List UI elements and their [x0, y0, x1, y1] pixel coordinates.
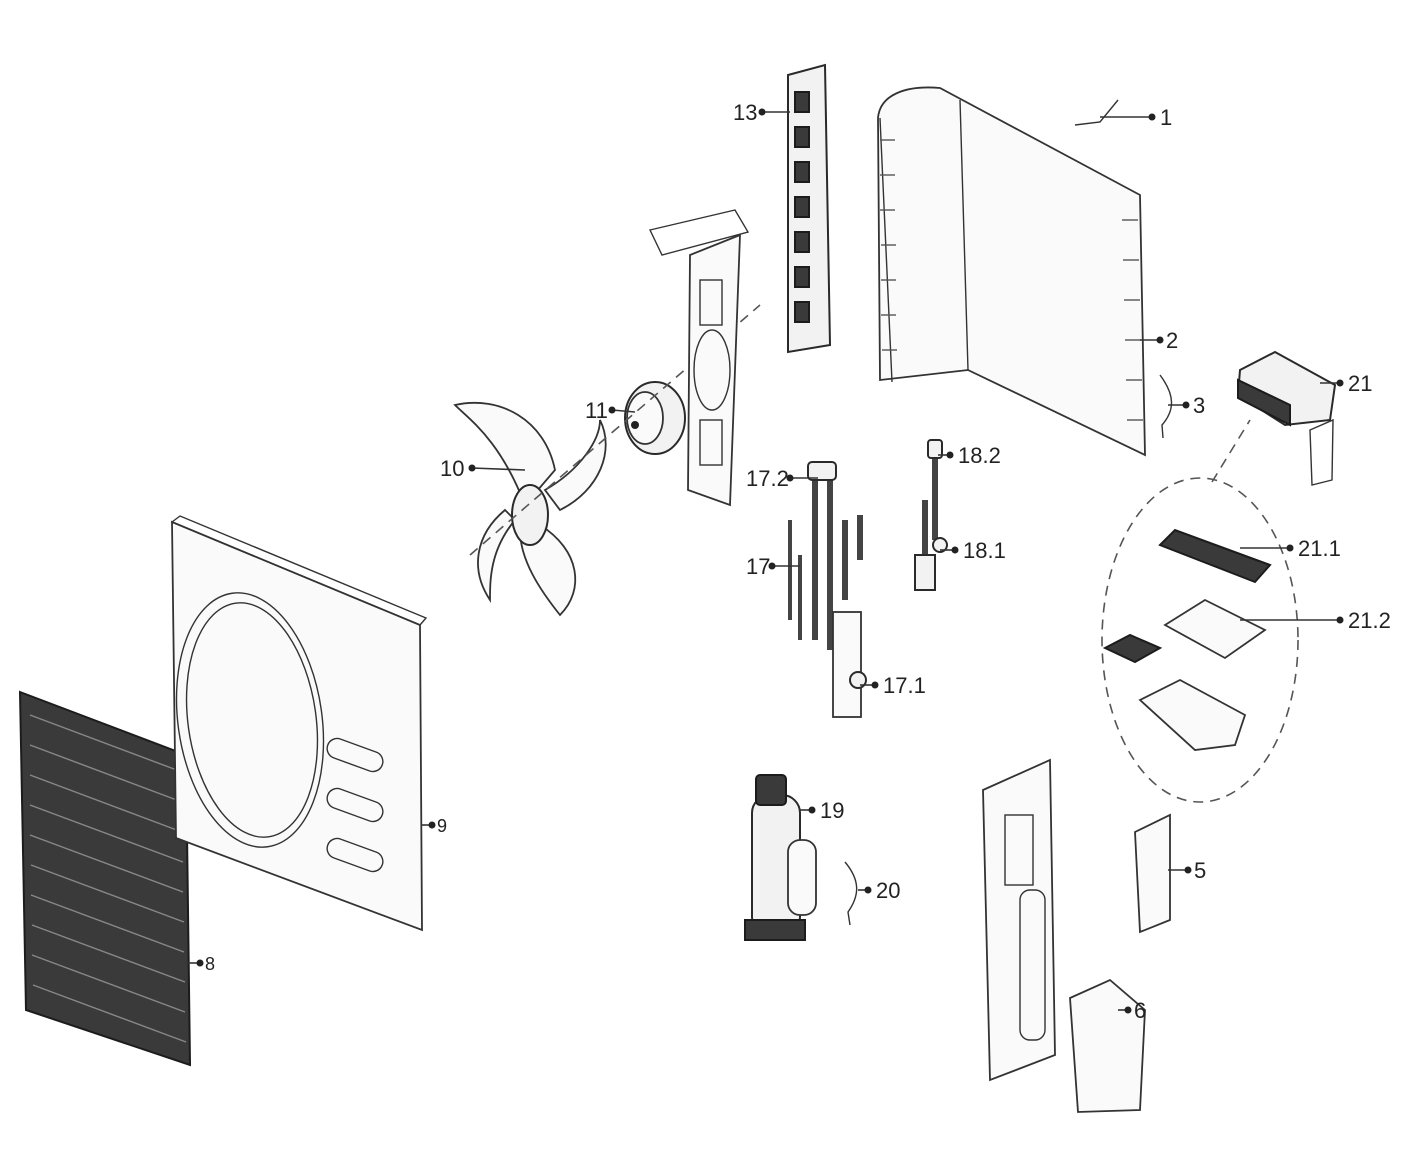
callout-18-2: 18.2 — [958, 443, 1001, 468]
callout-21-1: 21.1 — [1298, 536, 1341, 561]
part-10-fan-blade[interactable] — [453, 401, 607, 617]
back-side-panel[interactable] — [982, 758, 1056, 1082]
part-1-sensor[interactable] — [1074, 99, 1119, 126]
part-18-valve-assembly[interactable] — [914, 439, 948, 591]
part-3-sensor[interactable] — [1159, 374, 1173, 439]
part-11-fan-motor[interactable] — [624, 381, 686, 455]
motor-bracket[interactable] — [648, 209, 750, 507]
part-2-condenser-coil[interactable] — [877, 86, 1146, 457]
part-17-pipe-assembly[interactable] — [788, 461, 867, 718]
callout-11: 11 — [585, 398, 608, 423]
part-8-front-grille[interactable] — [18, 690, 192, 1067]
callout-9: 9 — [437, 816, 447, 836]
callout-8: 8 — [205, 954, 215, 974]
callout-17: 17 — [746, 554, 770, 579]
part-21-2-board[interactable] — [1163, 598, 1267, 660]
fan-axis-line — [469, 304, 761, 556]
callout-21: 21 — [1348, 371, 1372, 396]
callout-17-2: 17.2 — [746, 466, 789, 491]
part-9-front-panel[interactable] — [161, 515, 428, 932]
callout-19: 19 — [820, 798, 844, 823]
detail-zoom-circle — [1101, 477, 1299, 803]
callout-2: 2 — [1166, 328, 1178, 353]
part-13-side-grille[interactable] — [787, 63, 832, 354]
callout-20: 20 — [876, 878, 900, 903]
callout-6: 6 — [1134, 998, 1146, 1023]
callout-10: 10 — [440, 456, 464, 481]
callout-3: 3 — [1193, 393, 1205, 418]
callout-1: 1 — [1160, 105, 1172, 130]
leader-lines — [186, 108, 1344, 1014]
callout-5: 5 — [1194, 858, 1206, 883]
part-19-compressor[interactable] — [744, 774, 817, 941]
part-5-handle[interactable] — [1134, 813, 1171, 934]
detail-connector — [1211, 419, 1251, 483]
part-21-electric-box[interactable] — [1236, 350, 1337, 486]
part-20-wire[interactable] — [844, 861, 858, 926]
callout-13: 13 — [733, 100, 757, 125]
part-21-1-cover[interactable] — [1158, 528, 1272, 584]
electric-box-base[interactable] — [1102, 633, 1247, 751]
callout-17-1: 17.1 — [883, 673, 926, 698]
callout-21-2: 21.2 — [1348, 608, 1391, 633]
callout-labels: 1 2 3 5 6 8 9 10 11 13 17 17.1 17.2 18.1… — [205, 100, 1391, 1023]
callout-18-1: 18.1 — [963, 538, 1006, 563]
